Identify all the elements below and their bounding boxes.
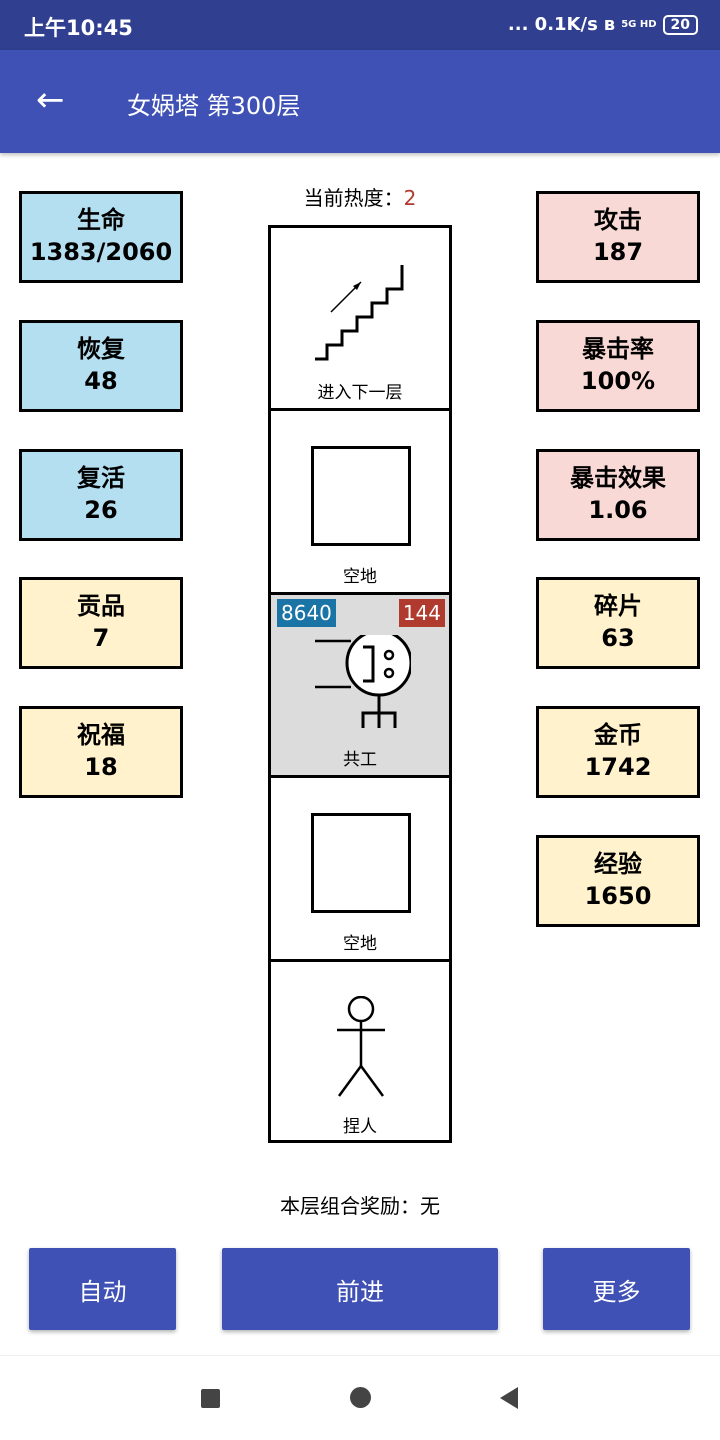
- page-title: 女娲塔 第300层: [127, 92, 301, 120]
- stat-label: 恢复: [77, 335, 125, 363]
- back-arrow-icon[interactable]: ←: [36, 80, 65, 120]
- stat-label: 祝福: [77, 721, 125, 749]
- stat-label: 暴击率: [582, 335, 654, 363]
- stat-value: 48: [84, 367, 118, 395]
- stat-label: 暴击效果: [570, 464, 666, 492]
- stat-revive: 复活 26: [19, 449, 183, 541]
- cell-empty[interactable]: 空地: [271, 411, 449, 595]
- cell-label: 空地: [343, 934, 377, 954]
- stat-value: 63: [601, 624, 635, 652]
- cell-player[interactable]: 捏人: [271, 962, 449, 1140]
- stat-label: 攻击: [594, 206, 642, 234]
- stat-value: 18: [84, 753, 118, 781]
- stat-gold: 金币 1742: [536, 706, 700, 798]
- stat-value: 1650: [584, 882, 652, 910]
- stat-crit-rate: 暴击率 100%: [536, 320, 700, 412]
- cell-enemy[interactable]: 8640 144 共工: [271, 595, 449, 778]
- battery-icon: 20: [662, 14, 698, 35]
- enemy-attack-badge: 144: [398, 599, 445, 627]
- stat-shards: 碎片 63: [536, 577, 700, 669]
- stat-label: 碎片: [594, 592, 642, 620]
- auto-button[interactable]: 自动: [29, 1248, 176, 1330]
- stat-regen: 恢复 48: [19, 320, 183, 412]
- enemy-hp-badge: 8640: [277, 599, 336, 627]
- bluetooth-icon: ʙ: [603, 14, 616, 35]
- stat-label: 经验: [594, 850, 642, 878]
- cell-label: 捏人: [343, 1117, 377, 1137]
- status-time: 上午10:45: [24, 16, 133, 40]
- empty-square-icon: [311, 813, 411, 913]
- empty-square-icon: [311, 446, 411, 546]
- stat-label: 复活: [77, 464, 125, 492]
- cell-empty[interactable]: 空地: [271, 778, 449, 962]
- app-bar: ← 女娲塔 第300层: [0, 50, 720, 153]
- stick-figure-icon: [337, 996, 385, 1097]
- forward-button[interactable]: 前进: [222, 1248, 498, 1330]
- heat-label: 当前热度：: [303, 186, 404, 210]
- cell-label: 共工: [343, 750, 377, 770]
- stat-value: 1.06: [588, 496, 648, 524]
- cell-stairs[interactable]: 进入下一层: [271, 228, 449, 411]
- stat-value: 100%: [580, 367, 656, 395]
- heat-value: 2: [403, 186, 417, 210]
- stat-value: 1383/2060: [29, 238, 173, 266]
- stat-blessing: 祝福 18: [19, 706, 183, 798]
- more-button[interactable]: 更多: [543, 1248, 690, 1330]
- stat-attack: 攻击 187: [536, 191, 700, 283]
- floor-reward: 本层组合奖励：无: [280, 1194, 440, 1218]
- navigation-bar: [0, 1355, 720, 1440]
- stat-label: 贡品: [77, 592, 125, 620]
- heat-indicator: 当前热度：2: [269, 182, 451, 211]
- stat-exp: 经验 1650: [536, 835, 700, 927]
- stat-label: 生命: [77, 206, 125, 234]
- recents-icon[interactable]: [201, 1389, 220, 1408]
- stat-label: 金币: [594, 721, 642, 749]
- home-icon[interactable]: [350, 1387, 371, 1408]
- stat-tribute: 贡品 7: [19, 577, 183, 669]
- stairs-icon: [315, 265, 404, 361]
- tower-column: 进入下一层 空地 8640 144 共工 空地 捏人: [268, 225, 452, 1143]
- back-icon[interactable]: [500, 1387, 518, 1409]
- signal-label: 5G HD: [621, 19, 657, 30]
- enemy-icon: [315, 635, 411, 728]
- stat-value: 187: [592, 238, 644, 266]
- stat-crit-effect: 暴击效果 1.06: [536, 449, 700, 541]
- cell-label: 进入下一层: [317, 383, 403, 403]
- stat-value: 26: [84, 496, 118, 524]
- stat-hp: 生命 1383/2060: [19, 191, 183, 283]
- network-speed: ... 0.1K/s: [507, 14, 598, 35]
- cell-label: 空地: [343, 567, 377, 587]
- stat-value: 7: [92, 624, 110, 652]
- stat-value: 1742: [584, 753, 652, 781]
